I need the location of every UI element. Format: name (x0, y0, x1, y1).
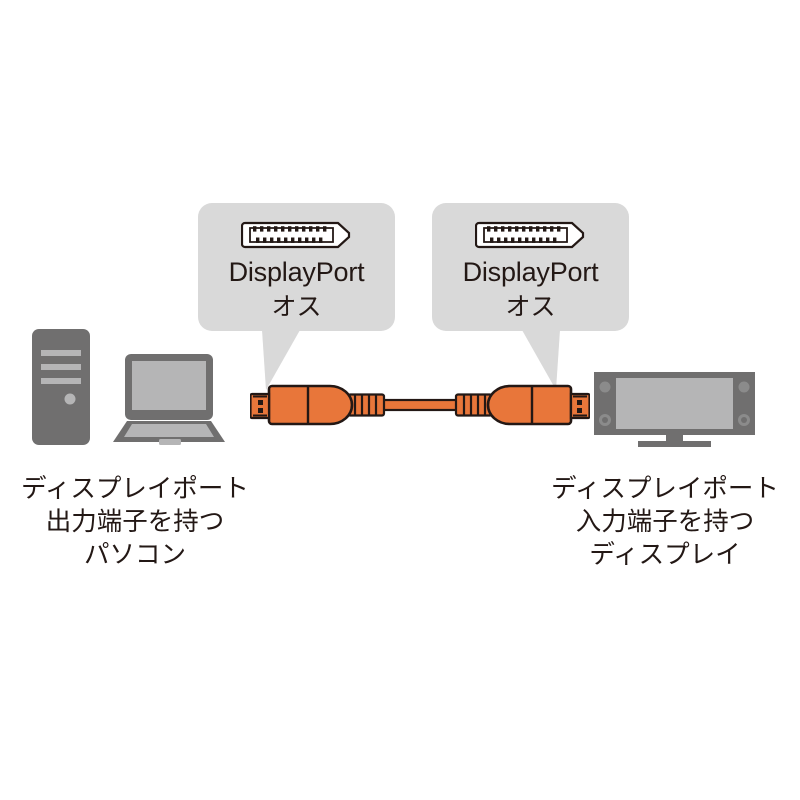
desktop-pc-tower (32, 329, 90, 445)
displayport-connector-icon (474, 221, 584, 249)
caption-left-line2: 出力端子を持つ (45, 508, 225, 537)
callout-left: DisplayPort オス (198, 203, 395, 331)
callout-left-subtitle: オス (271, 293, 322, 321)
caption-right-line1: ディスプレイポート (551, 475, 779, 503)
cable-right-connector (454, 384, 590, 426)
callout-right: DisplayPort オス (432, 203, 629, 331)
caption-left-line1: ディスプレイポート (21, 475, 249, 503)
displayport-cable (250, 384, 590, 426)
callout-left-title: DisplayPort (228, 257, 365, 287)
display-monitor (594, 372, 755, 447)
caption-right-line3: ディスプレイ (589, 541, 741, 570)
callout-right-tail (522, 330, 560, 390)
cable-left-connector (250, 384, 386, 426)
laptop-computer (113, 354, 225, 445)
caption-left: ディスプレイポート 出力端子を持つ パソコン (0, 473, 270, 572)
caption-right: ディスプレイポート 入力端子を持つ ディスプレイ (530, 473, 800, 572)
callout-right-title: DisplayPort (462, 257, 599, 287)
caption-right-line2: 入力端子を持つ (575, 508, 755, 537)
callout-left-tail (262, 330, 300, 390)
displayport-connector-icon (240, 221, 350, 249)
caption-left-line3: パソコン (83, 541, 186, 570)
callout-right-subtitle: オス (505, 293, 556, 321)
